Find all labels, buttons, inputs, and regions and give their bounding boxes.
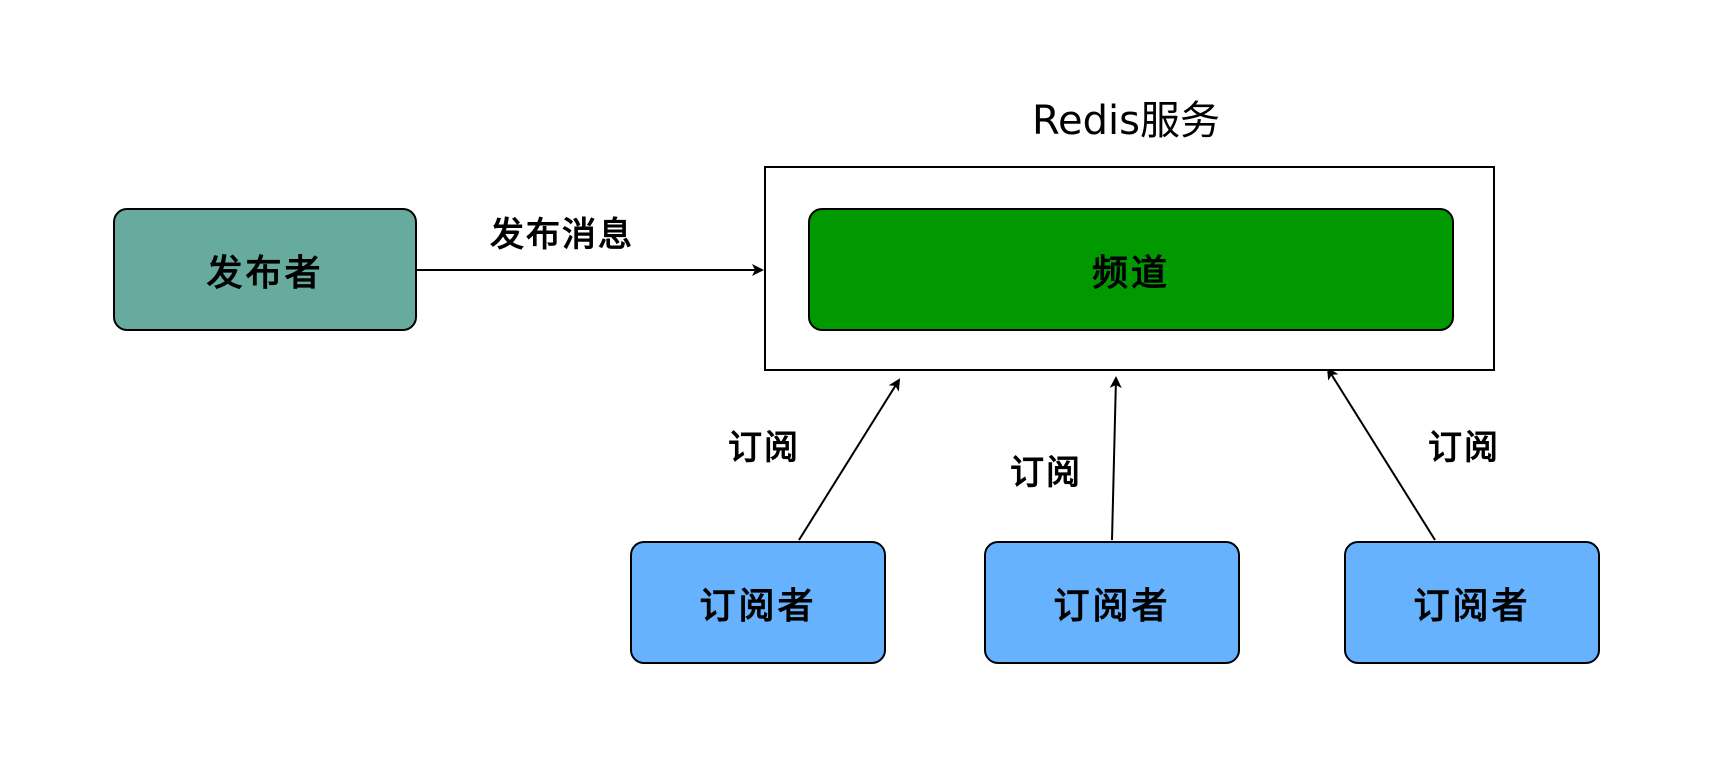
- redis-service-title: Redis服务: [1032, 98, 1220, 144]
- subscribe-edge-label-3: 订阅: [1428, 428, 1500, 468]
- subscribe-edge-label-2: 订阅: [1010, 453, 1082, 493]
- subscribe-edge-label-1: 订阅: [728, 428, 800, 468]
- subscriber-node-2: 订阅者: [984, 541, 1240, 664]
- publish-edge-label: 发布消息: [490, 215, 634, 255]
- subscribe-arrow-1: [798, 378, 901, 541]
- publisher-node: 发布者: [113, 208, 417, 331]
- subscriber-node-1: 订阅者: [630, 541, 886, 664]
- channel-node: 频道: [808, 208, 1454, 331]
- subscribe-arrow-2: [1109, 376, 1122, 541]
- subscribe-arrow-3: [1326, 367, 1436, 541]
- subscriber-node-3: 订阅者: [1344, 541, 1600, 664]
